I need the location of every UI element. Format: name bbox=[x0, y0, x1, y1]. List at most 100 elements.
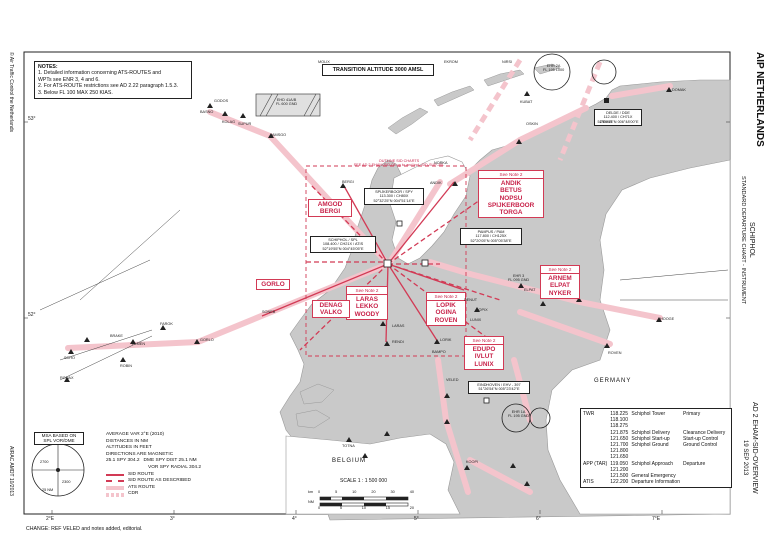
sid-described-swatch bbox=[106, 480, 124, 483]
legend-cdr-row: CDR bbox=[106, 491, 236, 498]
freq-value: 119.050 bbox=[610, 460, 628, 467]
waypoint-label: KUBAT bbox=[520, 100, 533, 104]
freq-function: Departure bbox=[682, 460, 706, 467]
waypoint-label: NIRSI bbox=[502, 60, 513, 64]
legend-distances: DISTANCES IN NM bbox=[106, 438, 149, 444]
outline-sid-box bbox=[305, 165, 467, 357]
sid-note-label: See Note 2 bbox=[347, 287, 387, 296]
waypoint-label: GORLO bbox=[200, 338, 214, 342]
navaid-box-ehv: EINDHOVEN / EHV - 397 51°26'54"N 005°23'… bbox=[468, 381, 530, 394]
msa-radius: 25 NM bbox=[42, 488, 54, 492]
waypoint-label: BRAKE bbox=[110, 334, 123, 338]
area-name: EHR 1A bbox=[511, 410, 526, 414]
freq-station: Schiphol Tower bbox=[631, 411, 666, 417]
waypoint-label: AMSGO bbox=[272, 133, 287, 137]
navaid-coord: 51°26'54"N 005°23'42"E bbox=[478, 387, 520, 392]
freq-value: 121.700 bbox=[610, 442, 629, 449]
sid-group-edupo: See Note 2 EDUPO IVLUT LUNIX bbox=[464, 336, 504, 370]
sid-name: DENAG bbox=[319, 302, 343, 309]
scale-tick: 40 bbox=[409, 490, 414, 494]
belgium-area bbox=[285, 433, 461, 515]
outline-sid-line1: OUTLINE SID CHARTS bbox=[378, 159, 420, 163]
chart-ref: AD 2 EHAM-SID-OVERVIEW bbox=[751, 402, 758, 494]
area-ehr1b-circle bbox=[529, 407, 551, 429]
sid-name: GORLO bbox=[261, 281, 285, 288]
ats-route-swatch bbox=[106, 486, 124, 491]
notes-item: 3. Below FL 100 MAX 250 KIAS. bbox=[38, 89, 113, 96]
scale-tick: 15 bbox=[385, 506, 390, 510]
freq-value: 122.200 bbox=[610, 479, 629, 486]
sid-note-label: See Note 2 bbox=[427, 293, 465, 302]
freq-function: Primary bbox=[682, 411, 701, 417]
freq-value: 118.275 bbox=[610, 423, 628, 430]
notes-item: 1. Detailed information concerning ATS-R… bbox=[38, 70, 162, 77]
legend-dme-row: 25.1 SPY 304.2 DME SPY DIST 25.1 NM bbox=[106, 458, 236, 465]
freq-value: 121.200 bbox=[610, 466, 629, 473]
scale-nm-label: NM bbox=[308, 500, 314, 504]
transition-altitude-box: TRANSITION ALTITUDE 3000 AMSL bbox=[322, 64, 434, 76]
navaid-coord: 52°32'25"N 004°51'14"E bbox=[373, 198, 415, 203]
chart-title: SCHIPHOL bbox=[748, 222, 755, 258]
airac-text: AIRAC AMDT 10/2013 bbox=[8, 446, 14, 496]
change-note: CHANGE: REF VELED and notes added, edito… bbox=[26, 526, 143, 532]
msa-alt-1: 2700 bbox=[40, 460, 49, 464]
legend-dme: 25.1 SPY 304.2 bbox=[106, 458, 140, 464]
vor-dde bbox=[604, 98, 609, 103]
area-name: EHR 2A bbox=[546, 64, 561, 68]
sid-name: LEKKO bbox=[355, 303, 379, 311]
sid-group-gorlo: GORLO bbox=[256, 279, 290, 291]
vor-spl bbox=[383, 259, 392, 268]
sid-name: BETUS bbox=[500, 187, 522, 195]
aip-title: AIP NETHERLANDS bbox=[754, 52, 765, 147]
vor-pam bbox=[421, 259, 429, 267]
vor-spy bbox=[396, 220, 403, 227]
freq-service bbox=[583, 442, 610, 461]
notes-item: WPTs see ENR 3, 4 and 6. bbox=[38, 76, 100, 83]
freq-value: 118.100 bbox=[610, 417, 628, 424]
lat-tick-label: 52° bbox=[28, 312, 36, 318]
sid-name: ROVEN bbox=[434, 316, 458, 324]
waypoint-label: BAMPO bbox=[432, 350, 446, 354]
lon-tick-label: 5° bbox=[414, 516, 419, 522]
legend-sid-route-row: SID ROUTE bbox=[106, 472, 236, 479]
sid-group-denag: DENAG VALKO bbox=[312, 300, 350, 319]
sid-name: ELPAT bbox=[550, 282, 570, 290]
sid-name: WOODY bbox=[354, 310, 380, 318]
legend-ats-route: ATS ROUTE bbox=[128, 484, 156, 490]
legend-cdr: CDR bbox=[128, 491, 139, 497]
area-limits: FL 095 GND bbox=[508, 278, 530, 282]
area-name: EHR 3 bbox=[513, 274, 525, 278]
chart-date: 19 SEP 2013 bbox=[742, 440, 748, 476]
notes-title: NOTES: bbox=[38, 64, 58, 70]
sid-route-swatch bbox=[106, 473, 124, 476]
area-label-ehd41: EHD 41A/B FL 600 GND bbox=[276, 98, 297, 106]
waypoint-label: ELMEN bbox=[132, 342, 146, 346]
sid-name: IVLUT bbox=[474, 353, 494, 361]
sid-group-amgod: AMGOD BERGI bbox=[308, 199, 352, 218]
area-limits: FL 600 GND bbox=[276, 102, 298, 106]
msa-alt-2: 2300 bbox=[62, 480, 71, 484]
waypoint-label: RONAX bbox=[60, 376, 74, 380]
freq-function: Start-up Control bbox=[682, 435, 719, 442]
lon-tick-label: 4° bbox=[292, 516, 297, 522]
waypoint-label: LUNIX bbox=[470, 318, 482, 322]
notes-item: 2. For ATS-ROUTE restrictions see AD 2.2… bbox=[38, 83, 179, 90]
waypoint-label: SCHO bbox=[64, 356, 75, 360]
waypoint-label: LARAS bbox=[392, 324, 405, 328]
scale-tick: 5 bbox=[335, 490, 338, 494]
waypoint-label: RENDI bbox=[392, 340, 404, 344]
zeeland-islands bbox=[295, 383, 335, 429]
waypoint-label: DENUT bbox=[464, 298, 478, 302]
sid-name: EDUPO bbox=[472, 346, 496, 354]
wadden-island-4 bbox=[533, 63, 561, 75]
waypoint-label: OSKIN bbox=[526, 122, 538, 126]
area-limits: FL 195 1000 bbox=[543, 68, 565, 72]
lat-tick-label: 53° bbox=[28, 116, 36, 122]
sid-name: LOPIK bbox=[436, 302, 456, 310]
freq-station: General Emergency bbox=[631, 473, 676, 480]
freq-value: 121.500 bbox=[610, 473, 629, 480]
scale-tick: 30 bbox=[390, 490, 395, 494]
freq-row: ATIS 122.200 Departure Information bbox=[583, 479, 728, 485]
waypoint-label: ANDIK bbox=[430, 181, 442, 185]
